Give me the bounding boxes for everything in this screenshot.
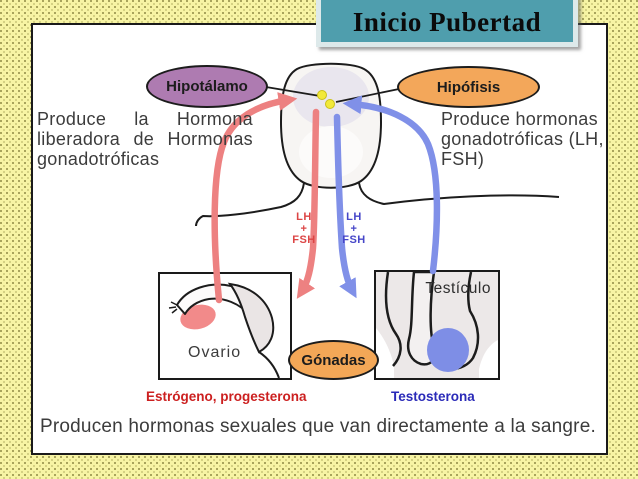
hypothalamus-caption: Produce la Hormona liberadora de Hormona…: [37, 109, 253, 169]
hypothalamus-label: Hipotálamo: [166, 78, 248, 95]
lh-fsh-label-right: LH + FSH: [333, 211, 375, 247]
penis-outline: [406, 272, 436, 366]
uterus-outline: [258, 351, 280, 378]
lh-fsh-label-left: LH + FSH: [283, 211, 325, 247]
page-title: Inicio Pubertad: [352, 7, 542, 37]
pituitary-ellipse: Hipófisis: [397, 66, 540, 108]
fimbriae: [168, 301, 178, 314]
gonads-ellipse: Gónadas: [288, 340, 379, 380]
title-box: Inicio Pubertad: [316, 0, 578, 47]
hypothalamus-ellipse: Hipotálamo: [146, 65, 268, 108]
female-hormones-text: Estrógeno, progesterona: [146, 389, 307, 404]
lh-fsh-right-line1: LH: [346, 211, 362, 223]
footer-text: Producen hormonas sexuales que van direc…: [40, 416, 596, 437]
groin-gap-right: [479, 340, 498, 378]
testicle-shape: [427, 328, 469, 372]
ovary-illustration: [168, 282, 280, 378]
gonads-label: Gónadas: [301, 351, 366, 369]
pituitary-label: Hipófisis: [436, 78, 501, 96]
ovary-label: Ovario: [188, 344, 242, 361]
lh-fsh-left-line1: LH: [296, 211, 312, 223]
male-hormones-text: Testosterona: [391, 389, 475, 404]
pituitary-caption: Produce hormonas gonadotróficas (LH, FSH…: [441, 109, 604, 169]
testis-illustration: [376, 272, 498, 378]
ovary-shape: [180, 304, 216, 330]
testis-label: Testículo: [425, 280, 491, 297]
thigh-outline: [384, 272, 402, 367]
lh-fsh-left-line3: FSH: [292, 234, 316, 246]
lh-fsh-right-line3: FSH: [342, 234, 366, 246]
testis-box: Testículo: [374, 270, 500, 380]
groin-gap-left: [376, 328, 394, 378]
uterus-shape: [227, 282, 275, 354]
ovary-box: Ovario: [158, 272, 292, 380]
